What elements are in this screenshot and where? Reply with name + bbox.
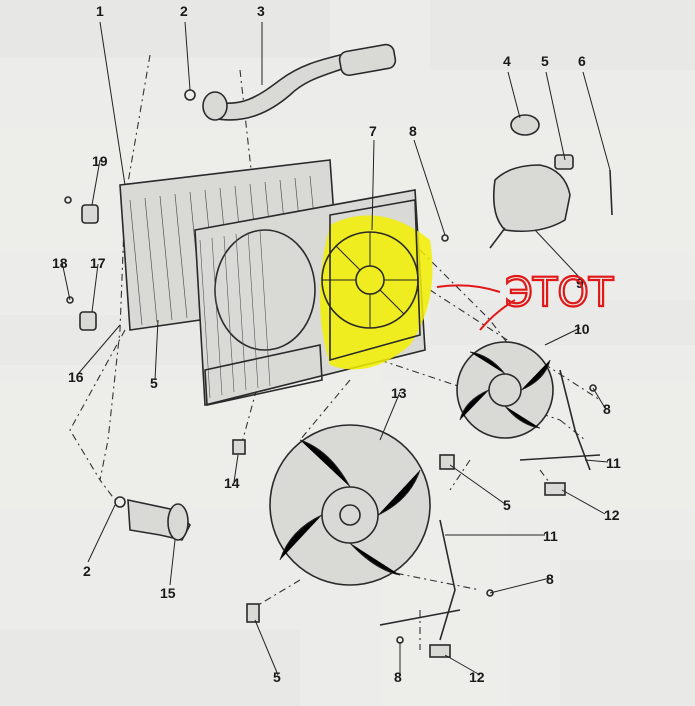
callout-labels: 1 2 3 4 5 6 7 8 9 10 8 11 12 13 14 5 11 … [52,3,621,685]
large-fan [269,424,461,641]
callout-leaders [61,21,611,676]
callout-6: 6 [578,53,586,69]
expansion-tank [489,114,613,249]
callout-8: 8 [546,571,554,587]
callout-8: 8 [603,401,611,417]
callout-2: 2 [180,3,188,19]
callout-11: 11 [606,455,621,471]
callout-17: 17 [90,255,106,271]
callout-12: 12 [604,507,620,523]
callout-14: 14 [224,475,240,491]
callout-12: 12 [469,669,485,685]
callout-5: 5 [541,53,549,69]
fan-shroud-highlighted [320,199,433,370]
callout-15: 15 [160,585,176,601]
callout-7: 7 [369,123,377,139]
callout-5: 5 [150,375,158,391]
callout-8: 8 [409,123,417,139]
callout-1: 1 [96,3,104,19]
handwritten-annotation: ЭТОТ [436,269,615,331]
callout-3: 3 [257,3,265,19]
coolant-hose-upper [202,43,397,121]
callout-9: 9 [576,275,584,291]
small-fan [456,341,601,471]
callout-11: 11 [543,528,558,544]
small-fittings [64,89,597,658]
callout-5: 5 [273,669,281,685]
callout-2: 2 [83,563,91,579]
callout-10: 10 [574,321,590,337]
callout-8: 8 [394,669,402,685]
callout-13: 13 [391,385,407,401]
callout-4: 4 [503,53,511,69]
handwritten-text: ЭТОТ [505,270,614,316]
coolant-hose-lower [127,498,191,541]
callout-18: 18 [52,255,68,271]
callout-5: 5 [503,497,511,513]
callout-16: 16 [68,369,84,385]
callout-19: 19 [92,153,108,169]
